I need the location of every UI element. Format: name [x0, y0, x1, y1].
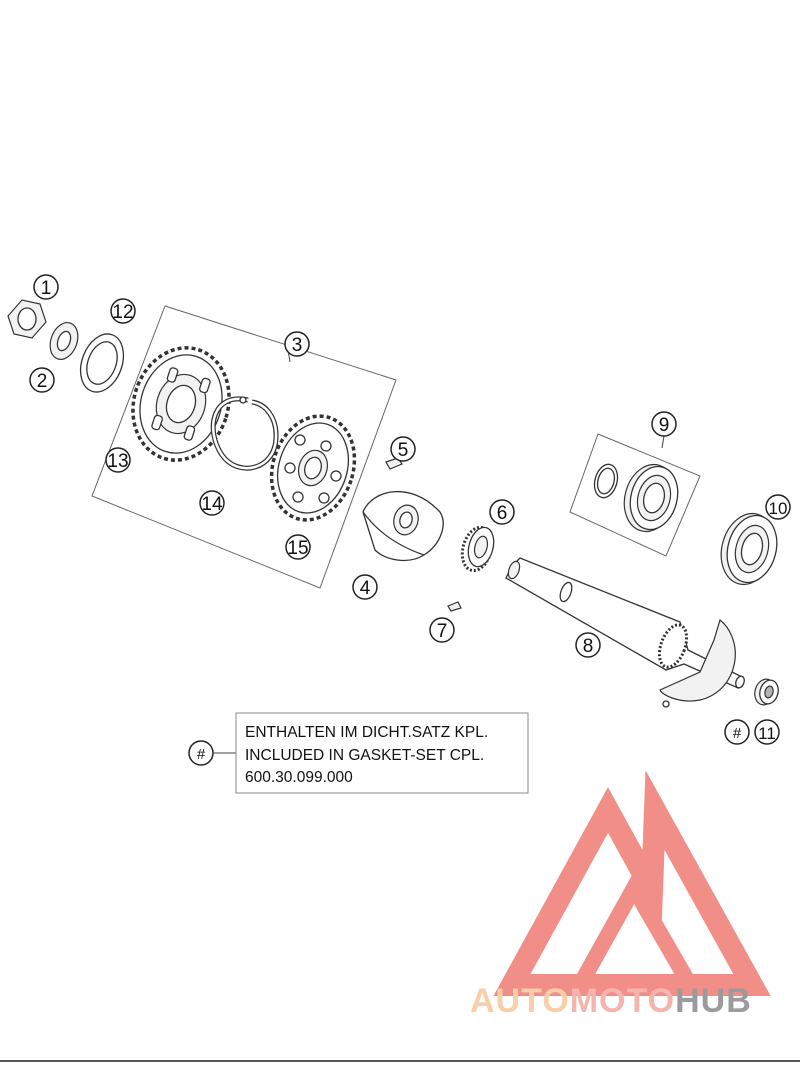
svg-text:1: 1	[41, 278, 52, 299]
callout-12: 12	[110, 298, 136, 324]
part-10-roller-bearing	[720, 512, 778, 586]
callout-1: 1	[33, 274, 59, 300]
callout-hash: #	[724, 719, 750, 745]
svg-text:7: 7	[437, 621, 448, 642]
part-11-bushing	[754, 678, 779, 706]
svg-text:4: 4	[360, 578, 371, 599]
part-7-key	[447, 601, 462, 612]
callout-2: 2	[29, 367, 55, 393]
svg-text:#: #	[197, 746, 206, 763]
svg-text:6: 6	[497, 503, 508, 524]
callout-5: 5	[390, 436, 416, 462]
logo-inner-triangle	[566, 871, 704, 993]
svg-text:12: 12	[112, 302, 133, 323]
svg-text:13: 13	[107, 451, 128, 472]
svg-text:#: #	[733, 725, 742, 742]
svg-text:5: 5	[398, 440, 409, 461]
bottom-divider	[0, 1060, 800, 1062]
callout-15: 15	[285, 534, 311, 560]
svg-text:11: 11	[758, 724, 776, 743]
callout-14: 14	[199, 490, 225, 516]
callout-9: 9	[651, 411, 677, 437]
leader-9	[661, 435, 665, 449]
part-13-large-gear	[131, 346, 231, 462]
gear-set-group-box	[91, 305, 397, 589]
callout-3: 3	[284, 331, 310, 357]
svg-text:14: 14	[201, 494, 223, 515]
part-4-balance-weight	[362, 490, 444, 562]
svg-text:2: 2	[37, 371, 48, 392]
note-line-1: ENTHALTEN IM DICHT.SATZ KPL.	[245, 724, 488, 741]
part-1-hex-nut	[7, 289, 47, 339]
bearing-set-group-box	[569, 433, 701, 557]
callout-4: 4	[352, 574, 378, 600]
svg-text:15: 15	[287, 538, 308, 559]
note-box	[235, 712, 529, 794]
part-15-gear	[269, 414, 357, 522]
part-14-circlip	[210, 396, 279, 471]
note-line-3: 600.30.099.000	[245, 769, 353, 786]
callout-11: 11	[754, 719, 780, 745]
gasket-set-note: # ENTHALTEN IM DICHT.SATZ KPL. INCLUDED …	[188, 712, 529, 794]
automotohub-logo: AUTOMOTOHUB	[470, 770, 771, 1020]
part-8-balancer-shaft	[505, 557, 745, 708]
callout-7: 7	[429, 617, 455, 643]
part-9-ball-bearing	[593, 463, 679, 533]
logo-wordmark: AUTOMOTOHUB	[470, 982, 752, 1020]
svg-text:10: 10	[769, 499, 788, 518]
logo-triangle-mark	[493, 770, 771, 996]
part-6-needle-bearing	[460, 525, 495, 573]
svg-text:8: 8	[583, 636, 594, 657]
note-line-2: INCLUDED IN GASKET-SET CPL.	[245, 747, 484, 764]
callout-8: 8	[575, 632, 601, 658]
callout-10: 10	[765, 494, 791, 520]
callout-13: 13	[105, 447, 131, 473]
svg-text:9: 9	[659, 415, 670, 436]
callout-6: 6	[489, 499, 515, 525]
part-2-washer	[49, 322, 79, 360]
part-12-thrust-washer	[79, 333, 125, 393]
svg-text:3: 3	[292, 335, 303, 356]
